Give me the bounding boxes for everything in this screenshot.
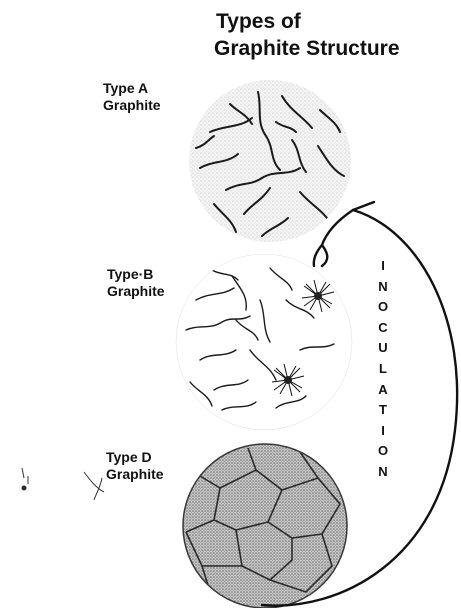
type-b-label-line1: Type·B <box>107 266 165 283</box>
inoculation-letter: O <box>373 297 393 318</box>
inoculation-letter: A <box>373 380 393 401</box>
inoculation-letter: T <box>373 400 393 421</box>
type-d-label-line1: Type D <box>106 449 164 466</box>
type-a-label: Type A Graphite <box>103 80 161 114</box>
type-d-label-line2: Graphite <box>106 466 164 483</box>
inoculation-letter: O <box>373 441 393 462</box>
title-line-1: Types of <box>216 8 400 35</box>
type-b-label: Type·B Graphite <box>107 266 165 300</box>
inoculation-letter: I <box>373 421 393 442</box>
title-line-2: Graphite Structure <box>214 35 400 62</box>
type-d-label: Type D Graphite <box>106 449 164 483</box>
inoculation-letter: C <box>373 318 393 339</box>
type-a-graphite-micrograph <box>189 80 351 242</box>
type-b-graphite-micrograph <box>176 254 352 430</box>
type-a-label-line2: Graphite <box>103 97 161 114</box>
inoculation-letter: L <box>373 359 393 380</box>
inoculation-letter: N <box>373 277 393 298</box>
inoculation-letter: N <box>373 462 393 483</box>
type-d-graphite-micrograph <box>183 444 347 608</box>
stray-marks <box>22 468 104 500</box>
inoculation-letter: U <box>373 338 393 359</box>
type-a-label-line1: Type A <box>103 80 161 97</box>
inoculation-letter: I <box>373 256 393 277</box>
type-b-label-line2: Graphite <box>107 283 165 300</box>
diagram-title: Types of Graphite Structure <box>216 8 400 62</box>
inoculation-label: I N O C U L A T I O N <box>373 256 393 483</box>
